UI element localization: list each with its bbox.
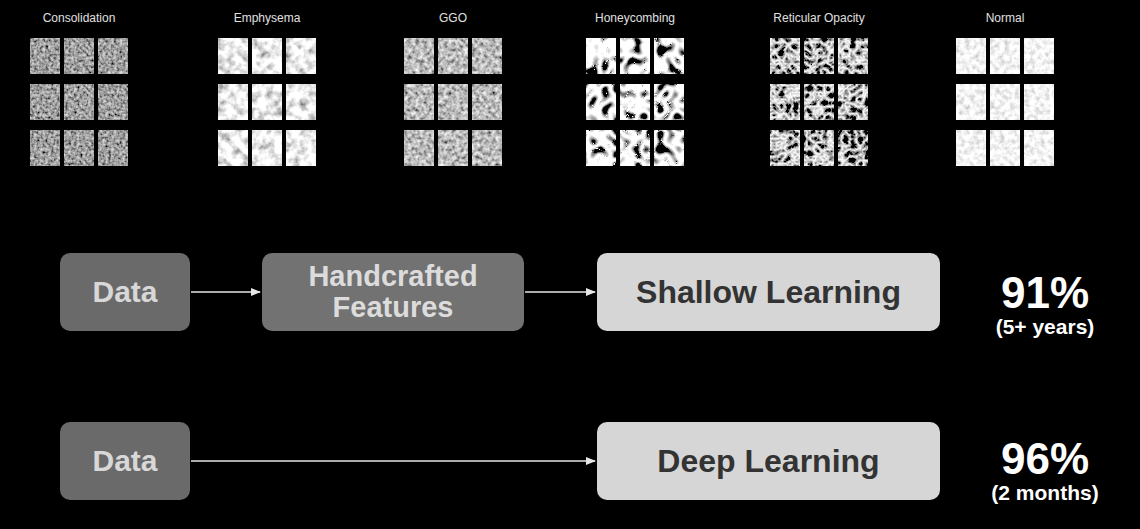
box-label: Deep Learning — [657, 444, 879, 479]
texture-tile — [956, 38, 986, 74]
texture-tile — [838, 84, 868, 120]
texture-tile — [252, 38, 282, 74]
process-box: Handcrafted Features — [262, 253, 524, 331]
category-label: Honeycombing — [595, 11, 675, 25]
accuracy-value: 91% — [1001, 268, 1089, 318]
accuracy-value: 96% — [1001, 434, 1089, 484]
texture-tile — [804, 84, 834, 120]
process-box: Deep Learning — [597, 422, 940, 500]
texture-tile — [438, 38, 468, 74]
texture-tile — [990, 38, 1020, 74]
texture-tile — [620, 130, 650, 166]
texture-tile — [472, 84, 502, 120]
duration-note: (2 months) — [991, 481, 1098, 505]
texture-tile — [804, 130, 834, 166]
texture-tile — [64, 84, 94, 120]
texture-tile — [404, 130, 434, 166]
category-label: Emphysema — [234, 11, 301, 25]
process-box: Data — [60, 253, 190, 331]
process-box: Data — [60, 422, 190, 500]
category-label: Consolidation — [43, 11, 116, 25]
box-label: Shallow Learning — [636, 275, 901, 310]
texture-tile — [990, 84, 1020, 120]
texture-tile — [586, 84, 616, 120]
texture-tile — [218, 38, 248, 74]
texture-tile — [286, 84, 316, 120]
texture-tile — [770, 84, 800, 120]
texture-tile — [838, 38, 868, 74]
box-label: Data — [92, 276, 157, 308]
texture-tile — [586, 38, 616, 74]
flow-arrow — [525, 291, 595, 293]
texture-tile — [990, 130, 1020, 166]
box-label: Handcrafted Features — [278, 261, 508, 324]
texture-tile — [472, 38, 502, 74]
texture-tile — [654, 130, 684, 166]
texture-tile — [30, 38, 60, 74]
category-label: GGO — [439, 11, 467, 25]
texture-tile — [838, 130, 868, 166]
texture-tile — [98, 38, 128, 74]
texture-tile — [956, 130, 986, 166]
texture-tile — [438, 130, 468, 166]
texture-tile — [586, 130, 616, 166]
texture-tile — [286, 130, 316, 166]
flow-arrow — [191, 291, 260, 293]
texture-tile — [404, 84, 434, 120]
texture-tile — [218, 84, 248, 120]
texture-tile — [30, 84, 60, 120]
texture-tile — [404, 38, 434, 74]
box-label: Data — [92, 445, 157, 477]
texture-tile — [30, 130, 60, 166]
category-label: Reticular Opacity — [773, 11, 864, 25]
texture-tile — [64, 38, 94, 74]
texture-tile — [654, 84, 684, 120]
texture-tile — [620, 84, 650, 120]
texture-tile — [770, 130, 800, 166]
texture-tile — [620, 38, 650, 74]
texture-tile — [804, 38, 834, 74]
category-label: Normal — [986, 11, 1025, 25]
texture-tile — [438, 84, 468, 120]
texture-tile — [98, 84, 128, 120]
flow-arrow — [191, 460, 595, 462]
process-box: Shallow Learning — [597, 253, 940, 331]
texture-tile — [98, 130, 128, 166]
texture-tile — [252, 130, 282, 166]
texture-tile — [1024, 130, 1054, 166]
texture-tile — [770, 38, 800, 74]
texture-tile — [1024, 84, 1054, 120]
texture-tile — [472, 130, 502, 166]
texture-tile — [956, 84, 986, 120]
texture-tile — [64, 130, 94, 166]
texture-tile — [1024, 38, 1054, 74]
texture-tile — [286, 38, 316, 74]
texture-tile — [654, 38, 684, 74]
texture-tile — [218, 130, 248, 166]
texture-tile — [252, 84, 282, 120]
duration-note: (5+ years) — [996, 315, 1095, 339]
